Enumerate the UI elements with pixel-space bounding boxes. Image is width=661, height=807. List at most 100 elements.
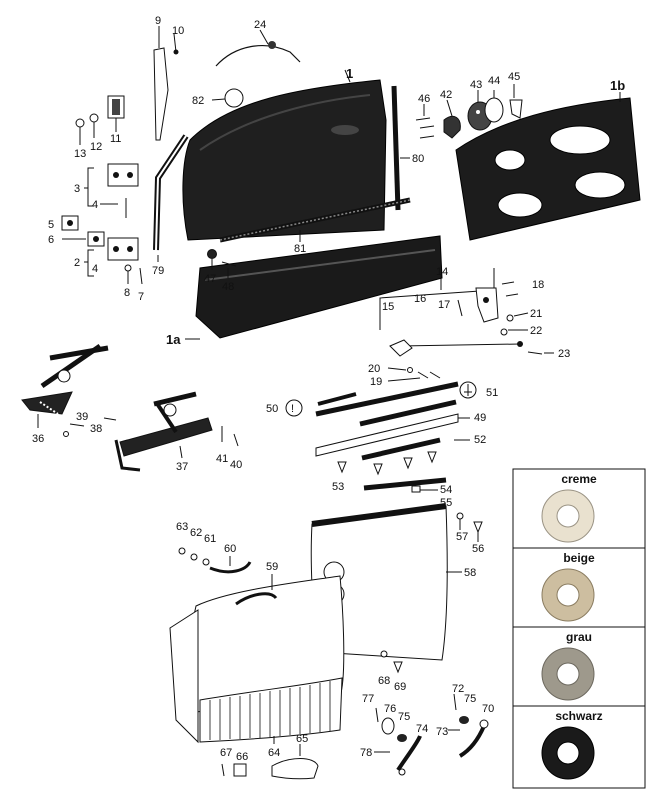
part-label-53: 53 (332, 481, 344, 493)
swatch-label-beige: beige (563, 551, 595, 565)
front-seal-strip-part (153, 134, 189, 262)
part-label-41: 41 (216, 453, 228, 465)
door-trim-panel-part-59 (189, 574, 345, 713)
part-label-13: 13 (74, 148, 86, 160)
clip-part-57 (456, 512, 464, 530)
armrest-pad-part-65 (271, 744, 319, 780)
screw-part-72 (453, 693, 457, 711)
part-label-39: 39 (76, 411, 88, 423)
part-label-4a: 4 (92, 199, 98, 211)
part-label-40: 40 (230, 459, 242, 471)
bolt-part-4a (100, 198, 127, 218)
plate-part-5 (61, 215, 79, 231)
part-label-9: 9 (155, 15, 161, 27)
part-label-38: 38 (90, 423, 102, 435)
part-label-61: 61 (204, 533, 216, 545)
swatch-label-creme: creme (561, 472, 597, 486)
part-label-4b: 4 (92, 263, 98, 275)
hinge-plate-part-3 (84, 163, 139, 207)
part-label-80: 80 (412, 153, 424, 165)
part-label-65: 65 (296, 733, 308, 745)
part-label-48: 48 (222, 281, 234, 293)
screws-part-40-41 (221, 426, 239, 447)
part-label-2: 2 (74, 257, 80, 269)
part-label-74: 74 (416, 723, 428, 735)
rear-seal-strip-part (391, 85, 410, 211)
part-label-6: 6 (48, 234, 54, 246)
window-channel-strip-part-50: ! (285, 392, 357, 417)
grommet-part-47 (207, 249, 217, 270)
part-label-22: 22 (530, 325, 542, 337)
swatch-label-grau: grau (566, 630, 592, 644)
part-label-54: 54 (440, 484, 452, 496)
clip-part-69 (393, 661, 403, 674)
door-trim-panel-part-64 (169, 609, 343, 744)
round-plate-part-44 (484, 90, 504, 123)
part-label-18: 18 (532, 279, 544, 291)
part-label-73: 73 (436, 726, 448, 738)
swatch-schwarz: schwarz (541, 709, 603, 780)
window-seal-strip-part (219, 197, 411, 243)
part-label-70: 70 (482, 703, 494, 715)
part-label-42: 42 (440, 89, 452, 101)
plate-part-6 (62, 231, 105, 247)
knob-part-76 (381, 717, 395, 735)
part-label-1a: 1a (166, 332, 181, 347)
swatch-label-schwarz: schwarz (555, 709, 602, 723)
part-label-59: 59 (266, 561, 278, 573)
curved-bracket-part-42 (443, 99, 461, 139)
part-label-60: 60 (224, 543, 236, 555)
part-label-67: 67 (220, 747, 232, 759)
escutcheon-part-75a (397, 734, 407, 742)
part-label-51: 51 (486, 387, 498, 399)
part-label-44: 44 (488, 75, 500, 87)
part-label-1: 1 (346, 66, 353, 81)
part-label-43: 43 (470, 79, 482, 91)
part-label-10: 10 (172, 25, 184, 37)
window-channel-strip-part-51 (315, 381, 477, 427)
part-label-17: 17 (438, 299, 450, 311)
pin-part-23 (527, 351, 554, 355)
screws-part-18 (501, 281, 519, 297)
screw-part-77 (375, 707, 379, 723)
striker-part (107, 95, 125, 132)
part-label-56: 56 (472, 543, 484, 555)
part-label-19: 19 (370, 376, 382, 388)
clips-part-19-20 (387, 367, 441, 382)
part-label-66: 66 (236, 751, 248, 763)
lock-rod-assembly (379, 268, 523, 357)
inner-door-frame-part (455, 92, 641, 241)
window-regulator-part-36 (21, 343, 109, 428)
part-number-labels: 1 1a 1b 2 3 4 4 5 6 7 8 9 10 11 12 13 14… (32, 15, 625, 763)
part-label-82: 82 (192, 95, 204, 107)
part-label-21: 21 (530, 308, 542, 320)
part-label-7: 7 (138, 291, 144, 303)
door-shell-part (182, 69, 387, 241)
part-label-3: 3 (74, 183, 80, 195)
part-label-69: 69 (394, 681, 406, 693)
part-label-81: 81 (294, 243, 306, 255)
washer-part-22 (500, 328, 528, 336)
part-label-77: 77 (362, 693, 374, 705)
screws-part-61-63 (178, 547, 210, 566)
part-label-46: 46 (418, 93, 430, 105)
screw-part-10 (173, 33, 179, 55)
part-label-5: 5 (48, 219, 54, 231)
part-label-57: 57 (456, 531, 468, 543)
part-label-20: 20 (368, 363, 380, 375)
window-channel-strip-part-52 (361, 437, 470, 461)
part-label-24: 24 (254, 19, 266, 31)
part-label-36: 36 (32, 433, 44, 445)
door-sill-plate-part (185, 235, 443, 340)
part-label-75b: 75 (464, 693, 476, 705)
part-label-68: 68 (378, 675, 390, 687)
door-handle-part (215, 29, 301, 67)
round-cap-part (211, 88, 244, 108)
part-label-45: 45 (508, 71, 520, 83)
part-label-72: 72 (452, 683, 464, 695)
escutcheon-part-75b (459, 716, 469, 724)
swatch-creme: creme (541, 472, 597, 543)
part-label-8: 8 (124, 287, 130, 299)
part-label-55: 55 (440, 497, 452, 509)
